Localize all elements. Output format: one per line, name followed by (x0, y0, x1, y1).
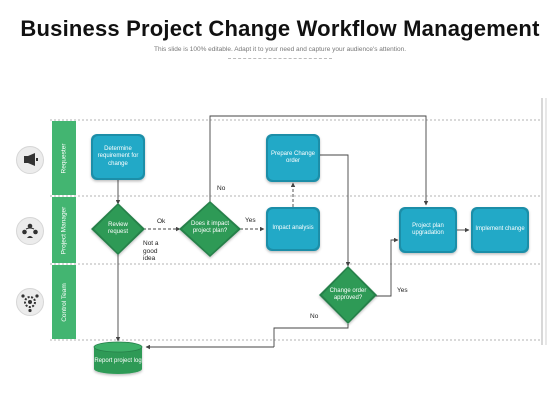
page-subtitle: This slide is 100% editable. Adapt it to… (153, 46, 406, 53)
node-label-plan-upgrade: Project plan upgradation (412, 222, 444, 236)
lane-bar-control-team (52, 265, 76, 339)
edge-label-yes-approved: Yes (397, 287, 408, 294)
connectors (115, 115, 470, 350)
node-label-review: Review request (107, 221, 128, 235)
edge-label-no-approved: No (310, 313, 319, 320)
edge-label-ok: Ok (157, 218, 166, 225)
node-impact-analysis (266, 207, 320, 251)
node-change-order-approved (319, 266, 377, 324)
edge-label-yes-impact: Yes (245, 217, 256, 224)
node-project-plan-upgradation (399, 207, 457, 253)
edge-label-no-impact: No (217, 185, 226, 192)
node-report-project-log (93, 341, 143, 374)
swimlane-frame (50, 98, 547, 345)
lane-label-project-manager: Project Manager (60, 206, 68, 254)
node-label-impact-question: Does it impact project plan? (190, 220, 229, 234)
edge-label-not-good: Not a good idea (143, 240, 159, 262)
node-label-prepare: Prepare Change order (270, 150, 316, 164)
megaphone-icon (16, 146, 44, 174)
node-implement-change (471, 207, 529, 253)
title-divider (228, 58, 332, 59)
node-determine-requirement (91, 134, 145, 180)
node-label-report: Report project log (94, 358, 142, 365)
lane-bar-requester (52, 121, 76, 195)
gear-people-icon (16, 288, 44, 316)
node-label-determine: Determine requirement for change (97, 146, 139, 167)
node-label-change-approved: Change order approved? (329, 287, 367, 301)
page-title: Business Project Change Workflow Managem… (20, 16, 540, 41)
node-prepare-change-order (266, 134, 320, 182)
node-review-request (91, 203, 145, 255)
lane-label-requester: Requester (60, 143, 68, 173)
node-label-implement: Implement change (475, 226, 525, 233)
lane-label-control-team: Control Team (60, 282, 68, 322)
node-label-impact-analysis: Impact analysis (272, 225, 314, 232)
team-icon (16, 217, 44, 245)
node-impact-project-plan (179, 201, 241, 257)
lane-bar-project-manager (52, 197, 76, 263)
